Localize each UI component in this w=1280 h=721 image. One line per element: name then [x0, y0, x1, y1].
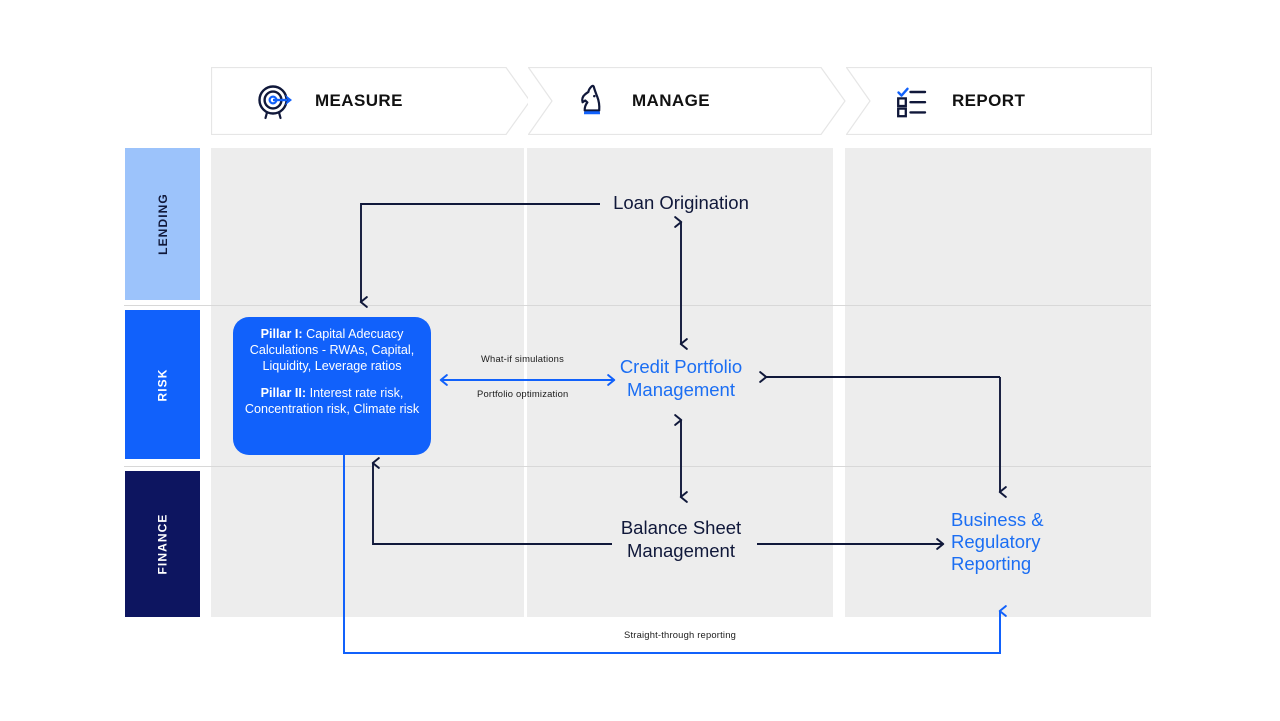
row-divider-lending-risk	[124, 305, 1151, 306]
node-credit-portfolio-management[interactable]: Credit Portfolio Management	[601, 355, 761, 401]
phase-banner-report[interactable]: REPORT	[846, 67, 1152, 135]
lane-chip-finance[interactable]: FINANCE	[125, 471, 200, 617]
node-reporting-line3: Reporting	[951, 553, 1032, 574]
pillar-2-text: Pillar II: Interest rate risk, Concentra…	[244, 385, 420, 417]
edge-caption-what-if: What-if simulations	[481, 353, 564, 364]
node-business-regulatory-reporting[interactable]: Business & Regulatory Reporting	[951, 509, 1101, 575]
chevron-shape-measure	[211, 67, 531, 135]
lane-chip-risk[interactable]: RISK	[125, 310, 200, 459]
pillar-1-text: Pillar I: Capital Adecuacy Calculations …	[244, 326, 420, 374]
node-credit-portfolio-line2: Management	[627, 379, 735, 400]
node-loan-origination[interactable]: Loan Origination	[561, 191, 801, 214]
node-balance-sheet-management[interactable]: Balance Sheet Management	[601, 516, 761, 562]
target-icon	[255, 81, 295, 121]
lane-label-risk: RISK	[155, 367, 170, 402]
chess-knight-icon	[572, 81, 612, 121]
node-loan-origination-label: Loan Origination	[613, 192, 749, 213]
edge-caption-straight-through-reporting: Straight-through reporting	[624, 629, 737, 640]
pillar-card[interactable]: Pillar I: Capital Adecuacy Calculations …	[233, 317, 431, 455]
chevron-shape-report	[846, 67, 1152, 135]
lane-label-finance: FINANCE	[155, 513, 170, 575]
pillar-2-body: Interest rate risk, Concentration risk, …	[244, 386, 420, 416]
pillar-2-title: Pillar II:	[260, 386, 307, 400]
row-divider-risk-finance	[124, 466, 1151, 467]
phase-label-measure: MEASURE	[315, 91, 403, 110]
pillar-1-title: Pillar I:	[260, 327, 303, 341]
phase-label-report: REPORT	[952, 91, 1026, 110]
node-reporting-line2: Regulatory	[951, 531, 1041, 552]
node-balance-sheet-line2: Management	[627, 540, 735, 561]
edge-caption-portfolio-optimization: Portfolio optimization	[477, 388, 569, 399]
node-reporting-line1: Business &	[951, 509, 1044, 530]
pillar-1-body: Capital Adecuacy Calculations - RWAs, Ca…	[249, 327, 415, 373]
node-balance-sheet-line1: Balance Sheet	[620, 517, 742, 538]
chevron-shape-manage	[528, 67, 846, 135]
lane-label-lending: LENDING	[155, 193, 170, 255]
phase-banner-measure[interactable]: MEASURE	[211, 67, 531, 135]
checklist-icon	[892, 81, 932, 121]
node-credit-portfolio-line1: Credit Portfolio	[619, 356, 743, 377]
phase-label-manage: MANAGE	[632, 91, 710, 110]
lane-chip-lending[interactable]: LENDING	[125, 148, 200, 300]
phase-banner-manage[interactable]: MANAGE	[528, 67, 846, 135]
